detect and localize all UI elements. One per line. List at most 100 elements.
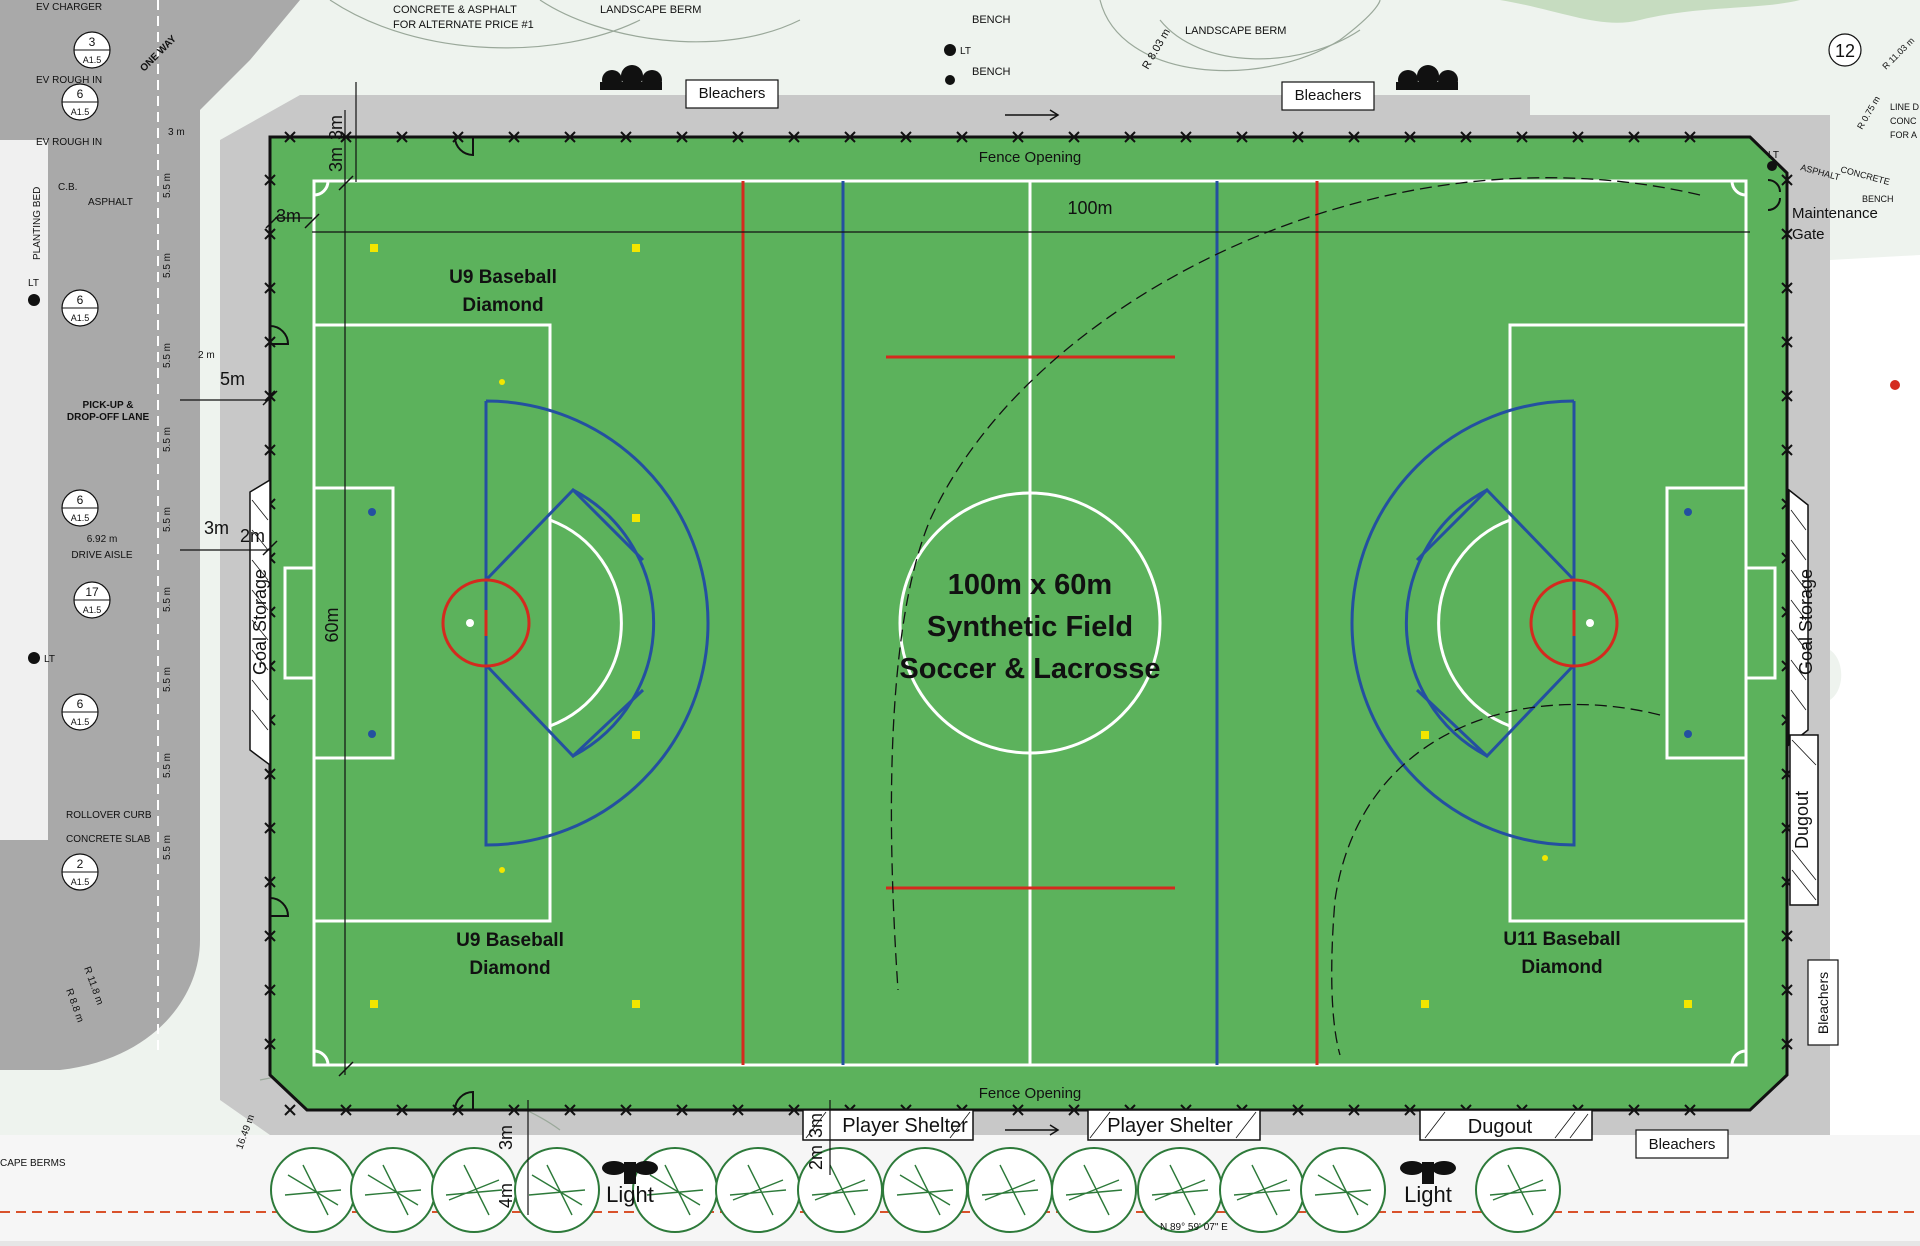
goal-storage-left-label: Goal Storage [250,569,270,675]
tree-branches [729,1164,787,1216]
player-shelter-1 [802,1109,974,1141]
tree-branches [1151,1164,1209,1216]
fence-post [788,1104,800,1116]
lt-label-3: LT [960,46,971,57]
note-landscape-berms: CAPE BERMS [0,1158,66,1169]
lt-label-4: LT [1768,150,1779,161]
diamond-top-left-line2: Diamond [462,295,543,316]
corner-arc [313,1049,330,1066]
detail-callout: 6A1.5 [61,489,99,527]
gate-swing [454,1090,474,1111]
penalty-spot-left [466,619,474,627]
lt-icon [28,652,40,664]
diamond-labels: U9 Baseball Diamond U9 Baseball Diamond … [449,267,1620,979]
fence-post [1516,131,1528,143]
callout-number: 6 [77,87,84,101]
bleachers-top-right-label: Bleachers [1295,87,1362,104]
fence-post [564,131,576,143]
gate-swing [454,136,474,157]
lacrosse-arc-right [1404,488,1488,758]
field-title-line1: 100m x 60m [948,569,1112,601]
diamond-bottom-left-line1: U9 Baseball [456,930,564,951]
note-ev-rough-in: EV ROUGH IN [36,75,102,86]
fence-post [264,768,276,780]
fence-post [676,131,688,143]
goal-marker [368,508,376,516]
lt-icon [28,294,40,306]
diamond-top-left-line1: U9 Baseball [449,267,557,288]
bleachers-top-right[interactable] [1281,81,1375,111]
corner-arc [313,180,330,197]
dim-3m-bottom-2: 3m [806,1113,826,1138]
arrow-icon [1005,109,1060,121]
note-concrete-alt-2: FOR ALTERNATE PRICE #1 [393,19,534,31]
dimension-ticks [262,175,354,1077]
fence-post [564,1104,576,1116]
dim-5m: 5m [220,369,245,389]
dugout-right-label: Dugout [1792,791,1812,849]
grid-bubble-12 [1828,33,1862,67]
tree-icon [270,1147,356,1233]
goal-right [1744,566,1777,680]
fence-post [1124,131,1136,143]
tree-icon [1137,1147,1223,1233]
baseball-base [370,1000,378,1008]
tree-branches [1065,1164,1123,1216]
fence-post [1572,131,1584,143]
dim-55: 5.5 m [162,507,173,532]
tree-icon [1219,1147,1305,1233]
fence-post [1781,1038,1793,1050]
lacrosse-crease-right [1529,578,1619,668]
dimension-labels: 3m 3m 3m 5m 3m 2m 3m 4m 2m 3m [204,115,826,1208]
fence-post [264,876,276,888]
callout-number: 6 [77,697,84,711]
planting-bed [0,140,48,840]
fence-post [264,282,276,294]
baseball-outfield-arc [890,177,1701,991]
dim-55: 5.5 m [162,343,173,368]
dim-55: 5.5 m [162,427,173,452]
fence-post [1460,131,1472,143]
callout-number: 6 [77,293,84,307]
dim-3m-c: 3m [326,147,346,172]
dim-2m-a: 2m [240,526,265,546]
note-planting-bed: PLANTING BED [32,187,43,260]
gate-swing [269,325,290,345]
note-concrete-alt: CONCRETE & ASPHALT [393,4,517,16]
callout-number: 2 [77,857,84,871]
dim-4m-bottom: 4m [496,1183,516,1208]
fence-post [676,1104,688,1116]
lt-symbols: LT LT LT LT [28,44,1900,665]
fence-post [1781,174,1793,186]
bleachers-top-left-label: Bleachers [699,85,766,102]
fence-post [1404,131,1416,143]
dim-3m-d: 3m [204,518,229,538]
fence-post [788,131,800,143]
note-bench-2: BENCH [972,66,1011,78]
fence-post [508,131,520,143]
lacrosse-arc-inner-right [1437,518,1511,728]
fence-post [264,336,276,348]
dim-3m-small: 3 m [168,127,185,138]
dim-55: 5.5 m [162,173,173,198]
fence-post [620,131,632,143]
detail-callout: 2A1.5 [61,853,99,891]
goal-storage-right [1788,488,1809,747]
fence-post [1236,131,1248,143]
goal-left [283,566,316,680]
callout-sheet: A1.5 [71,513,90,523]
note-cb: C.B. [58,182,77,193]
white-area-right [1830,255,1920,1241]
penalty-spot-right [1586,619,1594,627]
light-label-1: Light [606,1182,654,1207]
bleachers-bottom[interactable] [1635,1129,1729,1159]
lt-icon [1890,380,1900,390]
note-pickup: PICK-UP & [83,400,134,411]
note-2m: 2 m [198,350,215,361]
note-concrete-slab: CONCRETE SLAB [66,834,151,845]
bleachers-top-left[interactable] [685,79,779,109]
lt-label: LT [28,278,39,289]
fence-post [264,390,276,402]
callout-number: 6 [77,493,84,507]
bleachers-right-label: Bleachers [1815,972,1831,1034]
